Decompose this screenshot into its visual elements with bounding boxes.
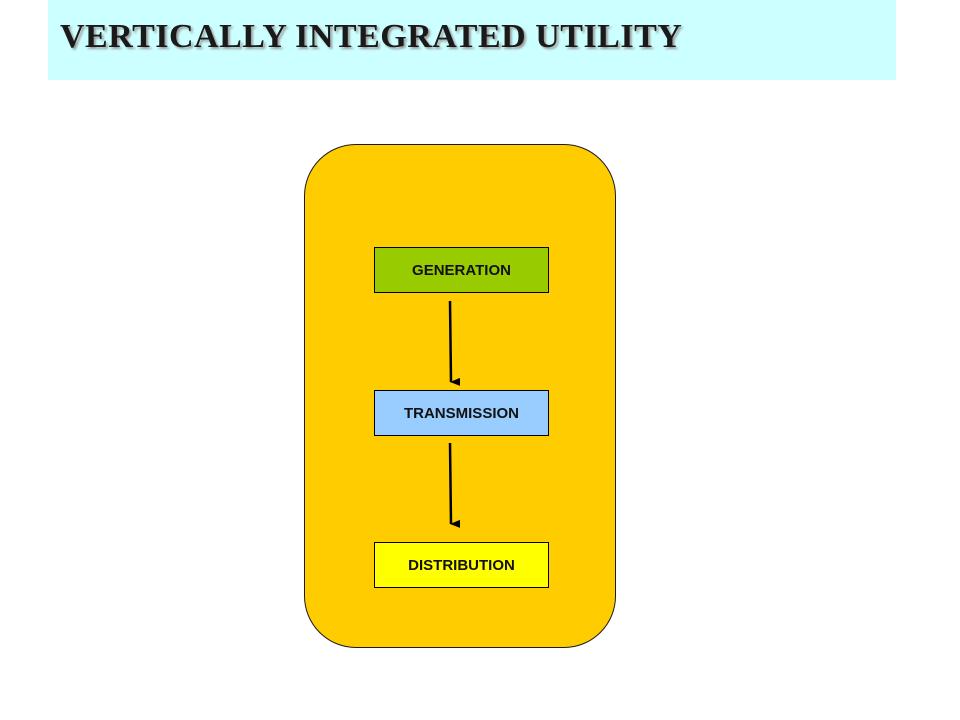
- distribution-box: DISTRIBUTION: [374, 542, 549, 588]
- arrow-generation-to-transmission: [448, 300, 461, 386]
- page-title: VERTICALLY INTEGRATED UTILITY: [60, 18, 683, 55]
- transmission-box: TRANSMISSION: [374, 390, 549, 436]
- title-bar: VERTICALLY INTEGRATED UTILITY: [48, 0, 896, 80]
- generation-box: GENERATION: [374, 247, 549, 293]
- arrow-transmission-to-distribution: [448, 442, 461, 528]
